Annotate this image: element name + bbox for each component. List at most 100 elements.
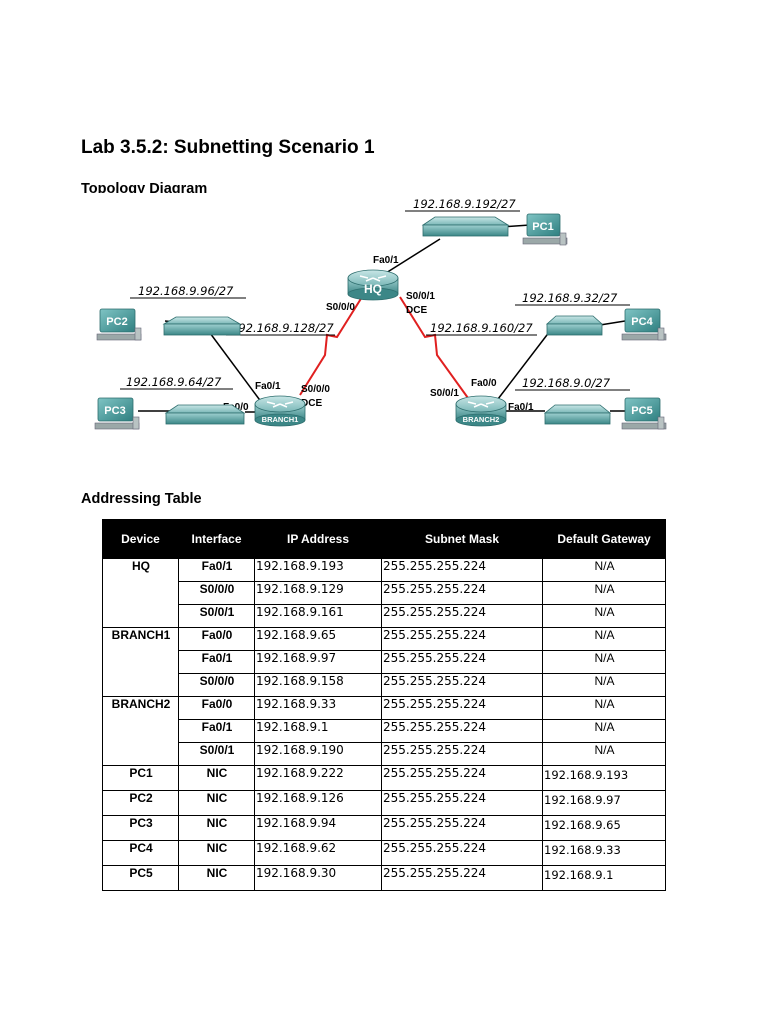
svg-text:PC5: PC5 [631,405,652,417]
gateway-cell: N/A [542,673,666,697]
gateway-cell: N/A [542,558,666,582]
table-row: Fa0/1 192.168.9.1 255.255.255.224 N/A [103,719,666,743]
device-cell: PC3 [102,815,179,841]
mask-cell: 255.255.255.224 [381,650,543,674]
net-label-b2-lan-fa01: 192.168.9.0/27 [515,376,630,391]
mask-cell: 255.255.255.224 [381,627,543,651]
net-label-hq-b2-wan: 192.168.9.160/27 [426,321,537,336]
table-row: S0/0/1 192.168.9.190 255.255.255.224 N/A [103,742,666,766]
gateway-cell: 192.168.9.97 [542,790,666,816]
svg-text:BRANCH1: BRANCH1 [262,415,299,424]
table-row: S0/0/1 192.168.9.161 255.255.255.224 N/A [103,604,666,628]
gateway-cell: 192.168.9.65 [542,815,666,841]
mask-cell: 255.255.255.224 [381,815,543,841]
svg-text:192.168.9.160/27: 192.168.9.160/27 [430,321,533,335]
ip-cell: 192.168.9.222 [254,765,382,791]
router-hq-icon: HQ [347,269,399,301]
device-cell: HQ [102,558,179,628]
ip-cell: 192.168.9.190 [254,742,382,766]
hq-dce-label: DCE [406,305,427,316]
interface-cell: Fa0/0 [178,696,255,720]
net-label-hq-b1-wan: 192.168.9.128/27 [226,321,335,336]
gateway-cell: N/A [542,581,666,605]
gateway-cell: N/A [542,650,666,674]
svg-text:192.168.9.128/27: 192.168.9.128/27 [231,321,334,335]
gateway-cell: N/A [542,742,666,766]
net-label-b2-lan-fa00: 192.168.9.32/27 [515,291,630,306]
ip-cell: 192.168.9.161 [254,604,382,628]
interface-cell: S0/0/0 [178,581,255,605]
b1-s000-label: S0/0/0 [301,384,330,395]
svg-text:PC1: PC1 [532,221,553,233]
interface-cell: S0/0/0 [178,673,255,697]
table-row: S0/0/0 192.168.9.158 255.255.255.224 N/A [103,673,666,697]
gateway-cell: N/A [542,696,666,720]
b1-fa01-label: Fa0/1 [255,381,281,392]
switch-hq-lan-icon [421,216,510,237]
ip-cell: 192.168.9.129 [254,581,382,605]
ip-cell: 192.168.9.62 [254,840,382,866]
ip-cell: 192.168.9.33 [254,696,382,720]
pc3-icon: PC3 [94,397,140,430]
mask-cell: 255.255.255.224 [381,719,543,743]
interface-cell: NIC [178,815,255,841]
svg-text:192.168.9.64/27: 192.168.9.64/27 [126,375,222,389]
gateway-cell: 192.168.9.193 [542,765,666,791]
ip-cell: 192.168.9.1 [254,719,382,743]
col-header-interface: Interface [178,519,255,559]
net-label-b1-lan-fa00: 192.168.9.64/27 [120,375,233,390]
gateway-cell: N/A [542,604,666,628]
table-row: PC5 NIC 192.168.9.30 255.255.255.224 192… [102,865,666,891]
col-header-ip: IP Address [254,519,382,559]
pc2-icon: PC2 [96,308,142,341]
mask-cell: 255.255.255.224 [381,765,543,791]
switch-b1-upper-icon [162,316,242,336]
ip-cell: 192.168.9.94 [254,815,382,841]
device-cell: BRANCH2 [102,696,179,766]
col-header-mask: Subnet Mask [381,519,543,559]
ip-cell: 192.168.9.97 [254,650,382,674]
col-header-gateway: Default Gateway [542,519,666,559]
col-header-device: Device [102,519,179,559]
mask-cell: 255.255.255.224 [381,742,543,766]
gateway-cell: 192.168.9.1 [542,865,666,891]
mask-cell: 255.255.255.224 [381,696,543,720]
svg-text:192.168.9.32/27: 192.168.9.32/27 [522,291,618,305]
device-cell: PC1 [102,765,179,791]
lab-title: Lab 3.5.2: Subnetting Scenario 1 [81,137,375,158]
router-branch1-icon: BRANCH1 [254,395,306,427]
table-header-row: Device Interface IP Address Subnet Mask … [102,519,666,559]
switch-b2-upper-icon [545,315,604,336]
ip-cell: 192.168.9.193 [254,558,382,582]
b2-fa01-label: Fa0/1 [508,402,534,413]
router-branch2-icon: BRANCH2 [455,395,507,427]
ip-cell: 192.168.9.126 [254,790,382,816]
device-cell: PC2 [102,790,179,816]
net-label-b1-lan-fa01: 192.168.9.96/27 [130,284,246,299]
mask-cell: 255.255.255.224 [381,865,543,891]
mask-cell: 255.255.255.224 [381,604,543,628]
interface-cell: NIC [178,790,255,816]
svg-text:PC3: PC3 [104,405,125,417]
device-cell: PC4 [102,840,179,866]
mask-cell: 255.255.255.224 [381,790,543,816]
table-row: S0/0/0 192.168.9.129 255.255.255.224 N/A [103,581,666,605]
addressing-heading: Addressing Table [81,491,202,507]
interface-cell: NIC [178,840,255,866]
interface-cell: NIC [178,865,255,891]
hq-fa01-label: Fa0/1 [373,255,399,266]
switch-b1-lower-icon [164,404,246,425]
mask-cell: 255.255.255.224 [381,673,543,697]
svg-text:192.168.9.192/27: 192.168.9.192/27 [413,197,516,211]
b2-s001-label: S0/0/1 [430,388,459,399]
ip-cell: 192.168.9.65 [254,627,382,651]
gateway-cell: 192.168.9.33 [542,840,666,866]
interface-cell: S0/0/1 [178,604,255,628]
gateway-cell: N/A [542,719,666,743]
svg-text:HQ: HQ [364,282,382,296]
device-cell: BRANCH1 [102,627,179,697]
pc5-icon: PC5 [621,397,667,430]
mask-cell: 255.255.255.224 [381,581,543,605]
mask-cell: 255.255.255.224 [381,558,543,582]
gateway-cell: N/A [542,627,666,651]
